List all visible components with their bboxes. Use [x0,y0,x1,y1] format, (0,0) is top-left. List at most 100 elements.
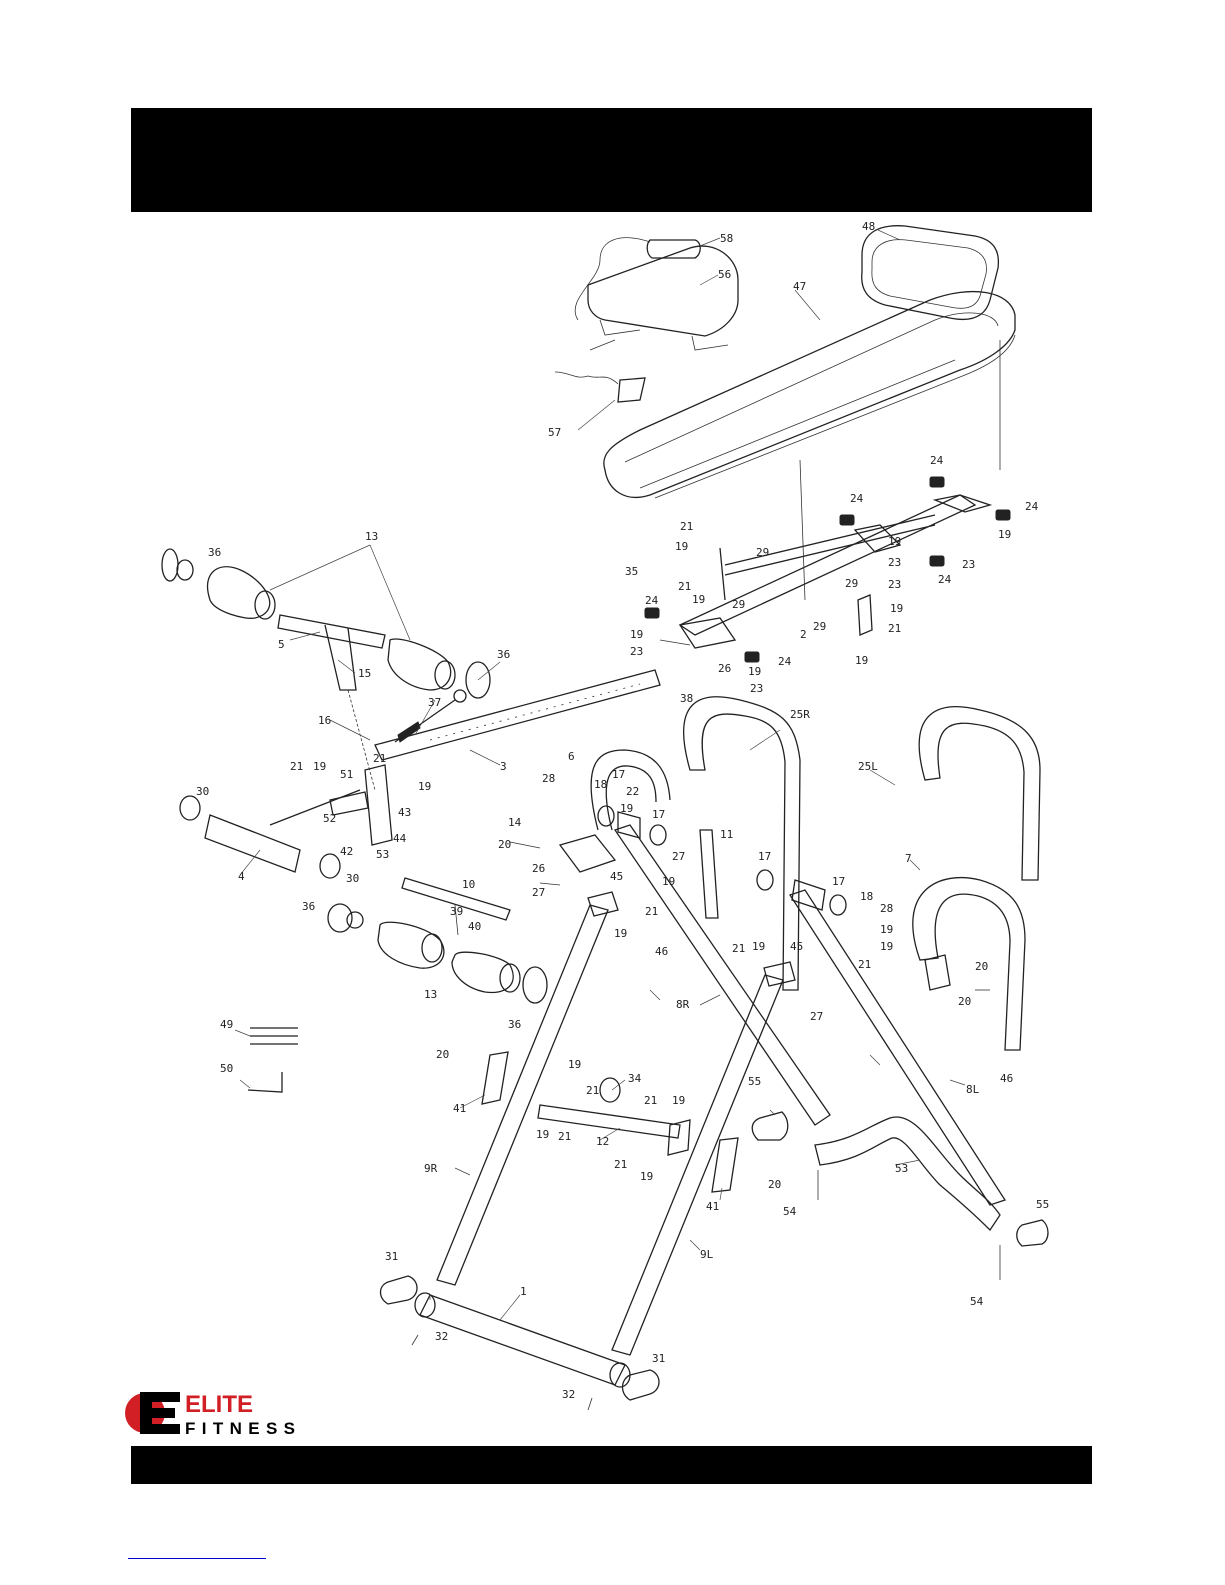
callout-20: 20 [768,1178,781,1191]
callout-40: 40 [468,920,481,933]
callout-27: 27 [532,886,545,899]
callout-23: 23 [888,578,901,591]
callout-19: 19 [752,940,765,953]
callout-36: 36 [508,1018,521,1031]
rear-leg-part-8L [788,889,1007,1206]
callout-25R: 25R [790,708,810,721]
massage-pad-part-56 [587,245,739,351]
callout-16: 16 [318,714,331,727]
front-leg-part-9R [436,904,609,1286]
callout-36: 36 [497,648,510,661]
callout-36: 36 [208,546,221,559]
callout-44: 44 [393,832,407,845]
callout-17: 17 [612,768,625,781]
callout-19: 19 [536,1128,549,1141]
callout-19: 19 [568,1058,581,1071]
callout-20: 20 [498,838,511,851]
callout-15: 15 [358,667,371,680]
callout-8L: 8L [966,1083,980,1096]
callout-labels: 58 56 57 48 47 24 24 24 24 24 24 21 19 2… [196,220,1049,1401]
remote-part-58 [574,237,701,321]
callout-leaders [234,229,966,1321]
callout-24: 24 [645,594,659,607]
callout-24: 24 [938,573,952,586]
callout-29: 29 [813,620,826,633]
callout-5: 5 [278,638,285,651]
callout-19: 19 [620,802,633,815]
callout-52: 52 [323,812,336,825]
stabilizer-part-53 [751,1111,1049,1247]
end-caps-part-31 [379,1275,660,1401]
callout-28: 28 [542,772,555,785]
adapter-part-57 [554,339,646,403]
callout-45: 45 [610,870,623,883]
callout-34: 34 [628,1072,642,1085]
handlebar-part-7 [912,876,1026,1051]
crossbar-part-12 [481,1051,739,1193]
callout-53: 53 [895,1162,908,1175]
callout-19: 19 [675,540,688,553]
callout-24: 24 [850,492,864,505]
pivot-part-11 [558,829,719,919]
callout-41: 41 [706,1200,719,1213]
callout-3: 3 [500,760,507,773]
callout-51: 51 [340,768,353,781]
callout-21: 21 [644,1094,657,1107]
callout-54: 54 [970,1295,984,1308]
tools-part-49-50 [247,1027,298,1093]
callout-17: 17 [832,875,845,888]
main-tube-part-3 [374,669,661,761]
link-underline[interactable] [128,1558,266,1559]
callout-46: 46 [1000,1072,1013,1085]
callout-54: 54 [783,1205,797,1218]
callout-25L: 25L [858,760,878,773]
callout-35: 35 [625,565,638,578]
callout-53: 53 [376,848,389,861]
callout-21: 21 [645,905,658,918]
ankle-handle-part-4 [179,789,361,879]
logo-e-mark-icon [140,1392,180,1434]
callout-21: 21 [614,1158,627,1171]
callout-6: 6 [568,750,575,763]
callout-1: 1 [520,1285,527,1298]
callout-32: 32 [435,1330,448,1343]
header-bar [131,108,1092,212]
callout-41: 41 [453,1102,466,1115]
callout-20: 20 [958,995,971,1008]
callout-19: 19 [888,535,901,548]
callout-29: 29 [732,598,745,611]
pivot-bushings-part-17 [597,805,847,916]
callout-31: 31 [652,1352,665,1365]
callout-38: 38 [680,692,693,705]
callout-29: 29 [756,546,769,559]
callout-18: 18 [594,778,607,791]
callout-21: 21 [888,622,901,635]
callout-24: 24 [778,655,792,668]
callout-7: 7 [905,852,912,865]
callout-23: 23 [888,556,901,569]
callout-55: 55 [748,1075,761,1088]
callout-19: 19 [998,528,1011,541]
callout-29: 29 [845,577,858,590]
callout-22: 22 [626,785,639,798]
callout-26: 26 [718,662,731,675]
callout-19: 19 [880,940,893,953]
callout-21: 21 [858,958,871,971]
callout-30: 30 [196,785,209,798]
callout-19: 19 [614,927,627,940]
callout-56: 56 [718,268,731,281]
callout-19: 19 [855,654,868,667]
callout-13: 13 [365,530,378,543]
callout-17: 17 [758,850,771,863]
callout-27: 27 [672,850,685,863]
callout-46: 46 [655,945,668,958]
callout-23: 23 [750,682,763,695]
callout-47: 47 [793,280,806,293]
callout-32: 32 [562,1388,575,1401]
callout-19: 19 [313,760,326,773]
bed-frame-part-2 [659,340,1001,649]
handlebar-part-6 [590,749,671,831]
callout-14: 14 [508,816,522,829]
base-tube-part-1 [414,1292,631,1388]
callout-21: 21 [373,752,386,765]
